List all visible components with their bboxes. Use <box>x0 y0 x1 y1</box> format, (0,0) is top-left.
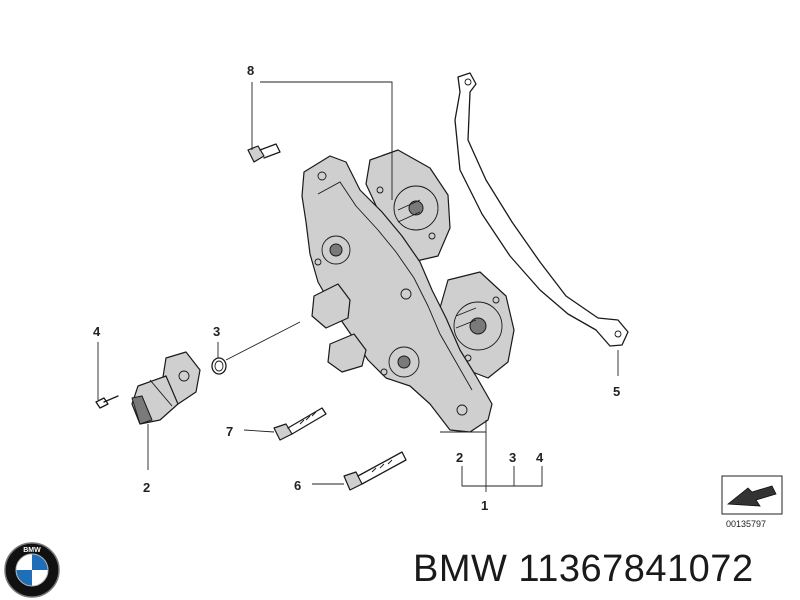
callout-5: 5 <box>613 384 620 399</box>
callout-3-left: 3 <box>213 324 220 339</box>
solenoid-valve <box>131 351 201 425</box>
callout-1: 1 <box>481 498 488 513</box>
gasket <box>454 72 629 347</box>
callout-2-left: 2 <box>143 480 150 495</box>
callout-4-right: 4 <box>536 450 544 465</box>
callout-2-right: 2 <box>456 450 463 465</box>
o-ring <box>211 357 227 375</box>
callout-3-right: 3 <box>509 450 516 465</box>
reference-code: 00135797 <box>726 519 766 529</box>
bmw-logo: BMW <box>4 542 60 598</box>
small-screw <box>95 395 119 409</box>
callout-7: 7 <box>226 424 233 439</box>
callout-4-left: 4 <box>93 324 101 339</box>
callout-6: 6 <box>294 478 301 493</box>
callout-8: 8 <box>247 63 254 78</box>
reference-box: 00135797 <box>721 475 783 529</box>
bolt-6 <box>343 451 407 491</box>
callouts: 8 4 3 2 7 6 5 2 3 4 1 <box>93 63 620 513</box>
part-number-label: BMW 11367841072 <box>413 548 754 590</box>
bolt-8 <box>247 143 281 163</box>
housing <box>301 155 493 433</box>
leader-lines <box>97 81 619 492</box>
svg-text:BMW: BMW <box>23 547 41 554</box>
rotor-plate-upper <box>365 149 451 263</box>
bolt-7 <box>273 407 327 441</box>
